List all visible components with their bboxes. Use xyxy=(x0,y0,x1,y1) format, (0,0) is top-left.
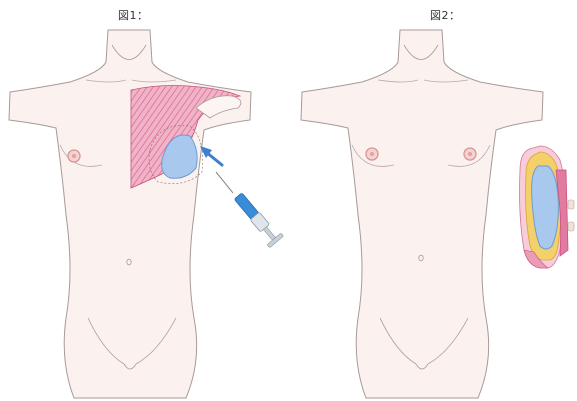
figure-1-torso xyxy=(9,30,251,398)
implant-cross-section xyxy=(520,146,575,268)
syringe xyxy=(216,172,283,248)
figure-2-torso xyxy=(301,30,543,398)
torso-1-body xyxy=(9,30,251,398)
torso-2-body xyxy=(301,30,543,398)
section-rib-2 xyxy=(568,222,574,231)
nipple-right-2 xyxy=(468,152,472,156)
syringe-needle xyxy=(216,172,233,193)
syringe-plunger xyxy=(263,227,275,240)
pectoral-muscle-exposed xyxy=(131,86,241,189)
nipple-left-2 xyxy=(370,152,374,156)
section-rib-1 xyxy=(568,200,574,209)
insertion-arrow xyxy=(200,146,222,165)
nipple-left xyxy=(72,154,76,158)
